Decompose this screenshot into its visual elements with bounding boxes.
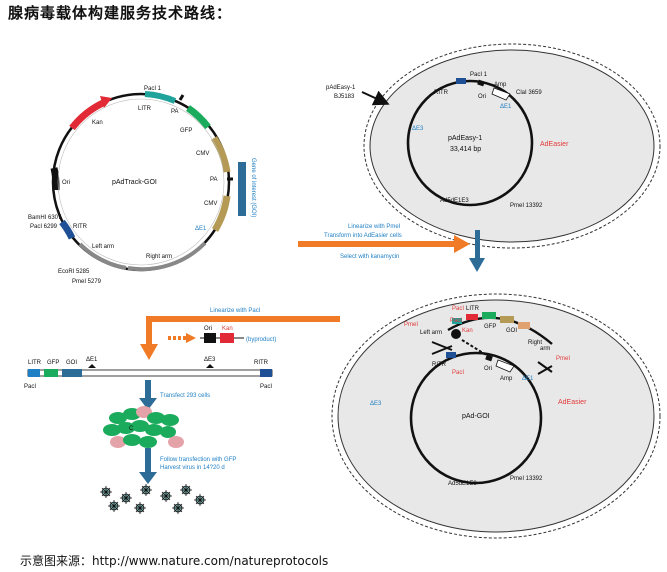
cell-label: C <box>129 426 134 432</box>
step3-arrow: Transfect 293 cells <box>139 380 210 410</box>
plasmid3-gfp: GFP <box>484 324 496 330</box>
plasmid3-paci-a: PacI <box>452 306 464 312</box>
step1-line2: Transform into AdEasier cells <box>324 233 402 239</box>
plasmid3-paci-c: PacI <box>452 370 464 376</box>
linear-ritr: RITR <box>254 360 269 366</box>
plasmid2-side-label-1: pAdEasy-1 <box>326 85 356 91</box>
plasmid1-cmv2: CMV <box>204 201 217 207</box>
plasmid1-gfp: GFP <box>180 128 192 134</box>
plasmid1-kan: Kan <box>92 120 103 126</box>
step4-line2: Harvest virus in 14?20 d <box>160 465 225 471</box>
plasmid1-ecori: EcoRI 5285 <box>58 269 90 275</box>
step4-line1: Follow transfection with GFP <box>160 457 236 463</box>
plasmid1-paci-top: PacI 1 <box>144 86 162 92</box>
plasmid3-ori: Ori <box>484 366 492 372</box>
plasmid3-name: pAd-GOI <box>462 413 490 420</box>
plasmid2-amp: Amp <box>494 82 507 88</box>
step3-line1: Transfect 293 cells <box>160 393 210 399</box>
plasmid2-de1: ΔE1 <box>500 104 512 110</box>
plasmid3-pmei-bottom: PmeI 13392 <box>510 476 543 482</box>
plasmid3-left-arm: Left arm <box>420 330 442 336</box>
plasmid2-ritr: RITR <box>434 90 449 96</box>
plasmid3-pmei-right: PmeI <box>556 356 570 362</box>
linear-litr: LITR <box>28 360 42 366</box>
linear-genome: LITR GFP GOI ΔE1 ΔE3 RITR PacI PacI <box>24 357 273 390</box>
plasmid2-side-label-2: BJ5183 <box>334 94 355 100</box>
byproduct-ori: Ori <box>204 326 212 332</box>
plasmid1-litr: LITR <box>138 106 152 112</box>
plasmid-padeasy-cell: pAdEasy-1 BJ5183 pAdEasy-1 33,414 bp Pac… <box>326 43 661 249</box>
plasmid3-litr: LITR <box>466 306 480 312</box>
virus-particles <box>100 484 206 514</box>
plasmid3-arm: arm <box>540 346 550 352</box>
plasmid1-paci-bottom: PacI 6299 <box>30 224 58 230</box>
page-title: 腺病毒载体构建服务技术路线： <box>8 4 233 22</box>
plasmid2-ad5: Ad5dE1E3 <box>440 198 469 204</box>
linear-paci-left: PacI <box>24 384 36 390</box>
linear-goi: GOI <box>66 360 77 366</box>
plasmid2-name: pAdEasy-1 <box>448 135 482 142</box>
plasmid1-left-arm: Left arm <box>92 244 114 250</box>
step4-arrow: Follow transfection with GFP Harvest vir… <box>139 448 236 484</box>
plasmid3-amp: Amp <box>500 376 513 382</box>
plasmid1-ori: Ori <box>62 180 70 186</box>
plasmid1-pa1: PA <box>171 109 179 115</box>
plasmid1-bamhi: BamHI 6307 <box>28 215 62 221</box>
byproduct-label: (byproduct) <box>246 337 276 343</box>
plasmid1-cmv1: CMV <box>196 151 209 157</box>
linear-de1: ΔE1 <box>86 357 98 363</box>
plasmid2-clai: ClaI 3659 <box>516 90 542 96</box>
step2-arrow: Linearize with PacI <box>140 308 340 360</box>
step1-line1: Linearize with PmeI <box>348 224 401 230</box>
plasmid1-right-arm: Right arm <box>146 254 172 260</box>
plasmid1-de1: ΔE1 <box>195 226 207 232</box>
plasmid-pad-goi-cell: PacI LITR PacI Kan Left arm GFP GOI arm … <box>331 293 661 539</box>
plasmid3-pmei-left: PmeI <box>404 322 418 328</box>
step2-line1: Linearize with PacI <box>210 308 261 314</box>
cell-cluster: C <box>103 406 184 448</box>
plasmid3-ritr: RITR <box>432 362 447 368</box>
plasmid1-goi-bracket: Gene of interest (GOI) <box>250 158 256 217</box>
step1-arrow: Linearize with PmeI Transform into AdEas… <box>298 224 485 272</box>
linear-gfp: GFP <box>47 360 59 366</box>
byproduct: Ori Kan (byproduct) <box>200 326 276 343</box>
plasmid3-ad5: Ad5dE1E3 <box>448 481 477 487</box>
plasmid3-kan: Kan <box>462 328 473 334</box>
plasmid1-name: pAdTrack-GOI <box>112 179 157 186</box>
plasmid1-pmei: PmeI 5279 <box>72 279 102 285</box>
plasmid3-right: Right <box>528 340 542 346</box>
linear-paci-right: PacI <box>260 384 272 390</box>
plasmid1-ritr: RITR <box>73 224 88 230</box>
plasmid2-paci: PacI 1 <box>470 72 488 78</box>
plasmid3-de1: ΔE1 <box>522 376 534 382</box>
plasmid3-goi: GOI <box>506 328 517 334</box>
workflow-diagram: pAdTrack-GOI PacI 1 LITR PA GFP CMV PA C… <box>24 43 661 539</box>
byproduct-kan: Kan <box>222 326 233 332</box>
source-credit: 示意图来源：http://www.nature.com/natureprotoc… <box>20 554 329 568</box>
plasmid-padtrack-goi: pAdTrack-GOI PacI 1 LITR PA GFP CMV PA C… <box>28 86 256 285</box>
plasmid3-de3: ΔE3 <box>370 401 382 407</box>
step1-line3: Select with kanamycin <box>340 254 399 260</box>
plasmid3-paci-b: PacI <box>450 318 462 324</box>
plasmid1-pa2: PA <box>210 177 218 183</box>
linear-de3: ΔE3 <box>204 357 216 363</box>
plasmid2-adeasier: AdEasier <box>540 141 569 148</box>
plasmid2-de3: ΔE3 <box>412 126 424 132</box>
plasmid3-adeasier: AdEasier <box>558 399 587 406</box>
plasmid2-size: 33,414 bp <box>450 146 481 153</box>
plasmid2-pmei: PmeI 13392 <box>510 203 543 209</box>
plasmid2-ori: Ori <box>478 94 486 100</box>
